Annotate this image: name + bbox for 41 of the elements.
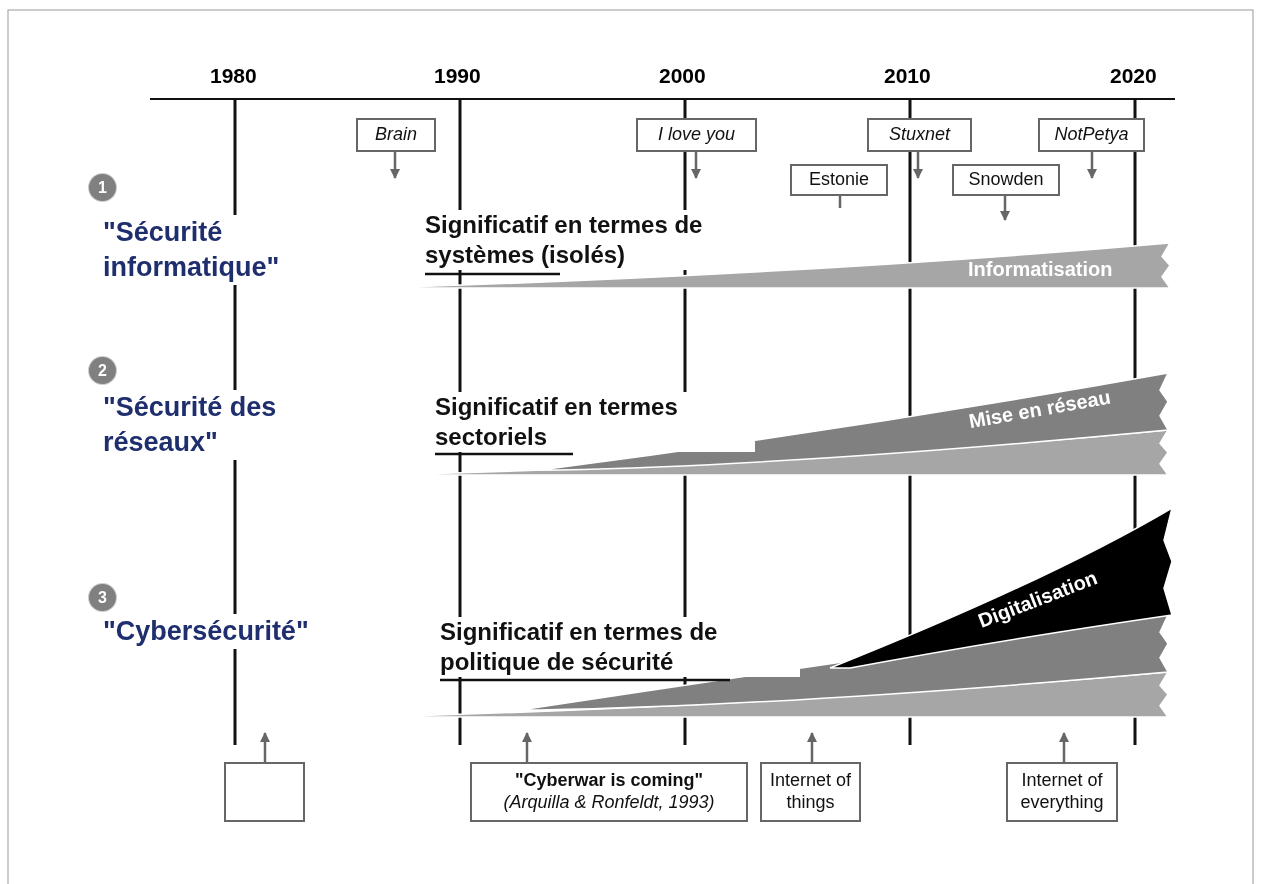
event-box xyxy=(790,164,888,196)
event-box xyxy=(867,118,972,152)
significance-text: Significatif en termes sectoriels xyxy=(435,392,755,452)
event-text: Stuxnet xyxy=(888,124,950,146)
event-box xyxy=(952,164,1060,196)
event-text: Estonie xyxy=(808,169,869,191)
year-label: 2010 xyxy=(884,64,931,88)
empty-box xyxy=(224,762,305,822)
event-box xyxy=(1006,762,1118,822)
significance-text: Significatif en termes de politique de sécurité xyxy=(440,617,800,677)
arrow xyxy=(390,152,400,179)
event-text: Internet of everything xyxy=(1019,770,1105,814)
event-box xyxy=(1038,118,1145,152)
number-badge: 2 xyxy=(89,357,116,384)
arrow xyxy=(691,152,701,179)
quote-title: "Cyberwar is coming" xyxy=(514,770,704,792)
event-text: Snowden xyxy=(968,169,1044,191)
year-label: 2000 xyxy=(659,64,706,88)
event-box xyxy=(636,118,757,152)
event-box xyxy=(470,762,748,822)
arrow xyxy=(913,152,923,179)
arrow xyxy=(522,732,532,762)
arrow xyxy=(260,732,270,762)
event-text: Internet of things xyxy=(768,770,853,814)
year-label: 1990 xyxy=(434,64,481,88)
number-badge: 3 xyxy=(89,584,116,611)
number-badge: 1 xyxy=(89,174,116,201)
arrow xyxy=(1087,152,1097,179)
event-box xyxy=(356,118,436,152)
arrow xyxy=(1000,196,1010,221)
year-label: 2020 xyxy=(1110,64,1157,88)
arrow xyxy=(807,732,817,762)
event-text: NotPetya xyxy=(1054,124,1129,146)
arrow xyxy=(1059,732,1069,762)
event-box xyxy=(760,762,861,822)
trend-label: Informatisation xyxy=(968,258,1113,281)
citation: (Arquilla & Ronfeldt, 1993) xyxy=(503,792,715,814)
event-text: Brain xyxy=(375,124,417,146)
year-label: 1980 xyxy=(210,64,257,88)
trend-label: Mise en réseau xyxy=(967,385,1113,434)
event-text: I love you xyxy=(657,124,735,146)
